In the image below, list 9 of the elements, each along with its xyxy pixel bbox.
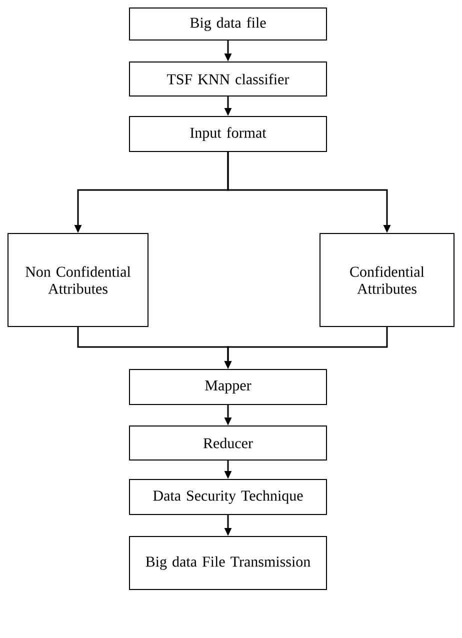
process-box: Confidential Attributes [320, 233, 454, 327]
process-box: TSF KNN classifier [129, 62, 327, 96]
process-box: Input format [129, 116, 327, 152]
process-box: Non Confidential Attributes [8, 233, 148, 327]
process-box: Big data File Transmission [129, 536, 327, 590]
process-box: Mapper [129, 369, 327, 405]
process-box: Data Security Technique [129, 479, 327, 515]
process-box: Big data file [129, 8, 327, 40]
process-box: Reducer [129, 426, 327, 460]
